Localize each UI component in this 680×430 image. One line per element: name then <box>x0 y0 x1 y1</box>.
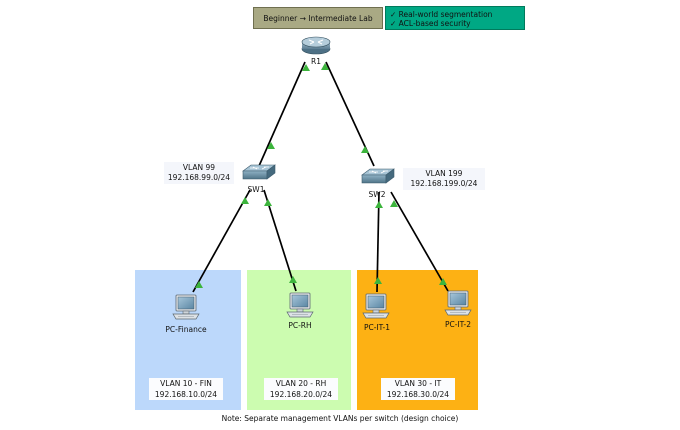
switch-icon <box>361 168 395 184</box>
pc-icon <box>362 293 390 319</box>
switch-label-sw2: SW2 <box>368 190 386 199</box>
pc-label-rh: PC-RH <box>288 321 312 330</box>
sw1-mgmt-tag: VLAN 99 192.168.99.0/24 <box>164 162 234 184</box>
feature-segmentation: ✓ Real-world segmentation <box>390 10 493 19</box>
pc-icon <box>286 292 314 318</box>
link-status-icon <box>241 197 249 204</box>
pc-label-finance: PC-Finance <box>165 325 207 334</box>
link-status-icon <box>374 277 382 284</box>
lab-level-box: Beginner → Intermediate Lab <box>253 7 383 29</box>
sw1-mgmt-subnet: 192.168.99.0/24 <box>167 173 231 182</box>
zone-tag-finance: VLAN 10 - FIN 192.168.10.0/24 <box>149 378 223 400</box>
zone-vlan-it: VLAN 30 - IT <box>394 379 442 388</box>
link-status-icon <box>439 278 447 285</box>
switch-label-sw1: SW1 <box>247 185 265 194</box>
zone-vlan-rh: VLAN 20 - RH <box>275 379 327 388</box>
router-icon <box>301 36 331 55</box>
sw2-mgmt-tag: VLAN 199 192.168.199.0/24 <box>403 168 485 190</box>
link-status-icon <box>195 281 203 288</box>
link-status-icon <box>321 63 329 70</box>
switch-icon <box>242 164 276 180</box>
link-status-icon <box>361 146 369 153</box>
pc-icon <box>444 290 472 316</box>
link-status-icon <box>390 200 398 207</box>
zone-tag-rh: VLAN 20 - RH 192.168.20.0/24 <box>264 378 338 400</box>
link-status-icon <box>302 64 310 71</box>
link-sw2-pcit2 <box>390 191 449 292</box>
footer-note: Note: Separate management VLANs per swit… <box>221 414 459 423</box>
pc-label-it1: PC-IT-1 <box>363 323 391 332</box>
link-status-icon <box>289 276 297 283</box>
features-box: ✓ Real-world segmentation ✓ ACL-based se… <box>385 6 525 30</box>
sw1-mgmt-vlan: VLAN 99 <box>182 163 216 172</box>
pc-icon <box>172 294 200 320</box>
zone-subnet-finance: 192.168.10.0/24 <box>154 390 218 399</box>
link-r1-sw1 <box>258 61 306 167</box>
router-label: R1 <box>311 57 321 66</box>
zone-tag-it: VLAN 30 - IT 192.168.30.0/24 <box>381 378 455 400</box>
lab-level-text: Beginner → Intermediate Lab <box>263 13 373 23</box>
feature-acl: ✓ ACL-based security <box>390 19 471 28</box>
zone-subnet-it: 192.168.30.0/24 <box>386 390 450 399</box>
sw2-mgmt-subnet: 192.168.199.0/24 <box>410 179 478 188</box>
sw2-mgmt-vlan: VLAN 199 <box>425 169 463 178</box>
pc-label-it2: PC-IT-2 <box>444 320 472 329</box>
zone-vlan-finance: VLAN 10 - FIN <box>160 379 212 388</box>
zone-subnet-rh: 192.168.20.0/24 <box>269 390 333 399</box>
link-sw1-pcrh <box>263 189 297 292</box>
link-status-icon <box>375 201 383 208</box>
link-sw1-pcfinance <box>192 189 251 293</box>
link-status-icon <box>264 199 272 206</box>
link-status-icon <box>267 142 275 149</box>
link-sw2-pcit1 <box>376 191 380 293</box>
